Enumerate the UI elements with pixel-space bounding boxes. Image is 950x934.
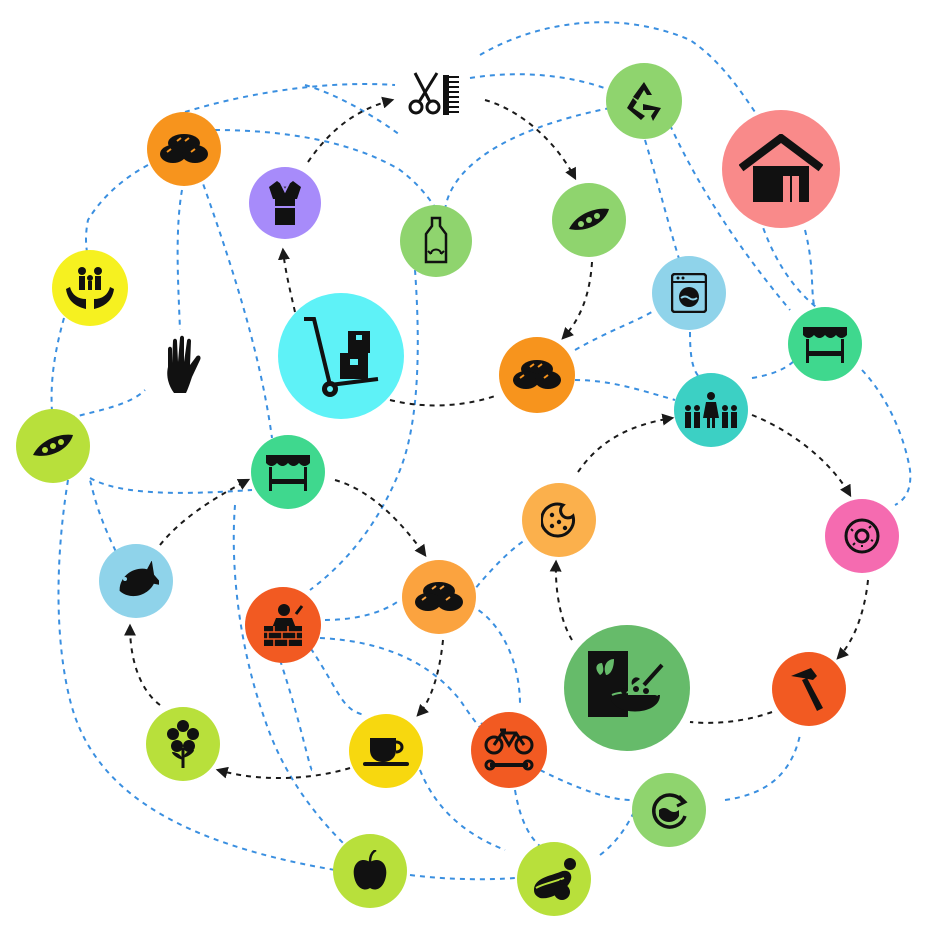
bread-lower-node[interactable] <box>402 560 476 634</box>
bread-icon <box>160 134 208 163</box>
family-hands-node[interactable] <box>52 250 128 326</box>
blue-dashed-network <box>50 21 912 881</box>
hand-truck-node[interactable] <box>278 293 404 419</box>
bricklayer-node[interactable] <box>245 587 321 663</box>
hammer-node[interactable] <box>772 652 846 726</box>
house-node[interactable] <box>722 110 840 228</box>
market-stall-icon <box>266 455 310 491</box>
uniform-node[interactable] <box>249 167 321 239</box>
peas-top-node[interactable] <box>552 183 626 257</box>
market-right-node[interactable] <box>788 307 862 381</box>
cereal-node[interactable] <box>564 625 690 751</box>
hand-icon <box>167 335 201 393</box>
uniform-icon <box>269 181 301 225</box>
bike-repair-node[interactable] <box>471 712 547 788</box>
peas-icon <box>33 434 73 456</box>
recycle-node[interactable] <box>606 63 682 139</box>
apple-icon <box>353 850 387 890</box>
coffee-cup-icon <box>363 738 409 766</box>
black-dashed-flows <box>124 96 869 779</box>
hand-node[interactable] <box>158 334 208 396</box>
cycle-arrows-icon <box>652 793 688 829</box>
teacher-children-node[interactable] <box>674 373 748 447</box>
fish-node[interactable] <box>99 544 173 618</box>
vegetables-icon <box>534 858 576 900</box>
bread-icon <box>513 360 561 389</box>
teacher-children-icon <box>685 392 737 428</box>
hand-truck-icon <box>304 317 379 397</box>
market-stall-icon <box>803 327 847 363</box>
cookie-node[interactable] <box>522 483 596 557</box>
scissors-comb-icon <box>408 72 459 115</box>
flower-icon <box>167 720 199 768</box>
bread-top-node[interactable] <box>147 112 221 186</box>
hammer-icon <box>791 668 823 711</box>
fish-icon <box>119 561 159 597</box>
market-left-node[interactable] <box>251 435 325 509</box>
cookie-icon <box>541 502 575 538</box>
bottle-recycle-icon <box>424 216 448 264</box>
vegetables-node[interactable] <box>517 842 591 916</box>
peas-left-node[interactable] <box>16 409 90 483</box>
washing-machine-node[interactable] <box>652 256 726 330</box>
bread-middle-node[interactable] <box>499 337 575 413</box>
donut-node[interactable] <box>825 499 899 573</box>
apple-node[interactable] <box>333 834 407 908</box>
house-icon <box>739 134 823 202</box>
bread-icon <box>415 582 463 611</box>
flower-node[interactable] <box>146 707 220 781</box>
cereal-bowl-icon <box>588 651 664 717</box>
coffee-cup-node[interactable] <box>349 714 423 788</box>
cycle-arrows-node[interactable] <box>632 773 706 847</box>
bricklayer-icon <box>264 604 304 646</box>
bottle-node[interactable] <box>400 205 472 277</box>
bike-repair-icon <box>484 728 534 771</box>
peas-icon <box>569 208 609 230</box>
family-care-icon <box>66 267 114 309</box>
washing-machine-icon <box>671 273 707 313</box>
scissors-comb-node[interactable] <box>405 65 465 121</box>
donut-icon <box>844 518 880 554</box>
recycle-icon <box>627 82 661 121</box>
